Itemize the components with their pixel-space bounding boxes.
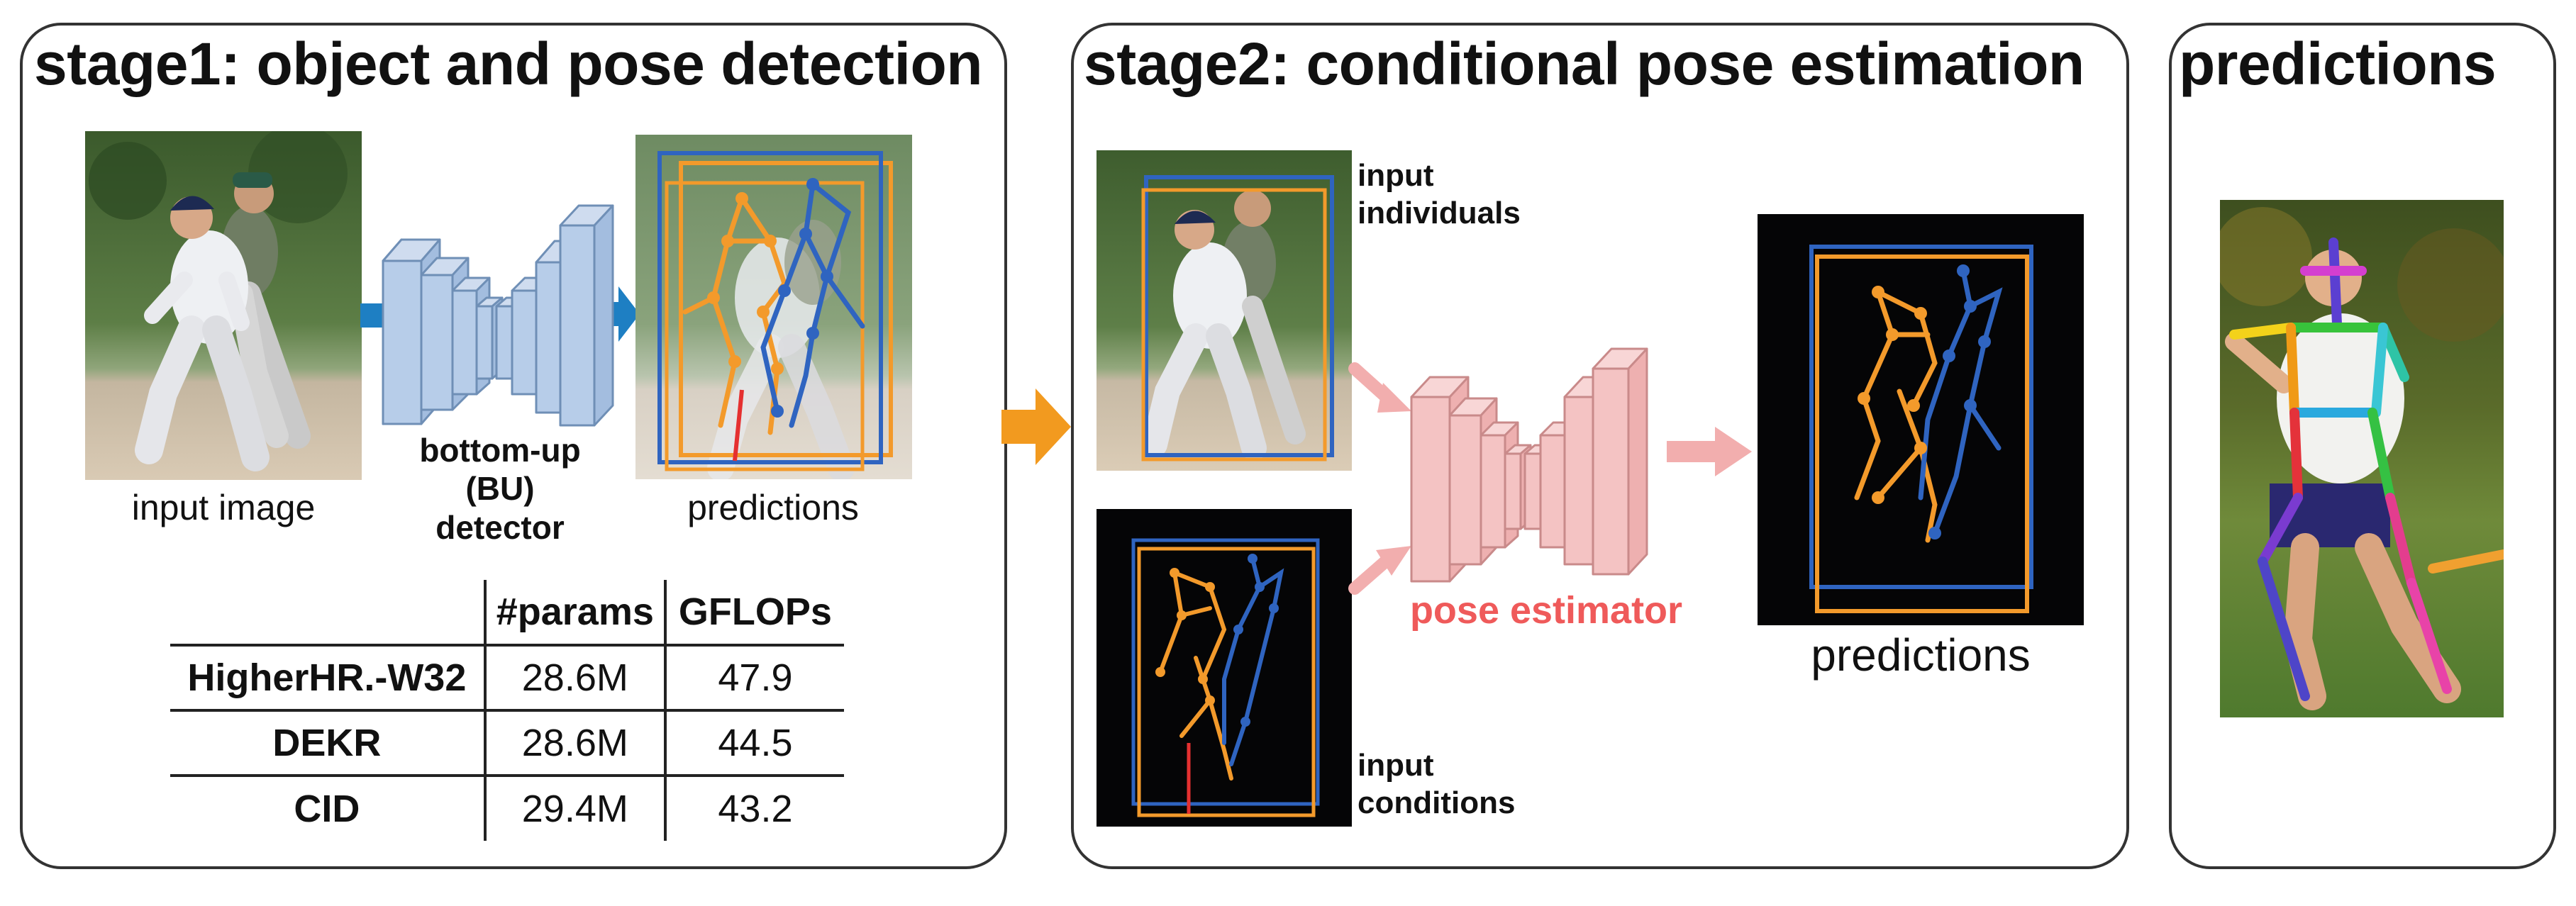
table-row-header: CID [170, 774, 485, 841]
stage2-predictions-label: predictions [1811, 630, 2031, 681]
table-header-cell [170, 580, 485, 645]
table-cell: 28.6M [483, 709, 665, 776]
table-cell: 28.6M [483, 644, 665, 710]
stage1-predictions-photo [635, 135, 912, 479]
stage1-title: stage1: object and pose detection [34, 30, 983, 97]
input-conditions-label: input conditions [1358, 748, 1516, 820]
stage1-predictions-label: predictions [687, 488, 859, 527]
input-conditions-image [1097, 509, 1352, 827]
bu-detector-label: bottom-up (BU) detector [419, 432, 581, 546]
stage2-title: stage2: conditional pose estimation [1084, 30, 2084, 97]
stage2-predictions-image [1758, 214, 2084, 625]
table-header-row: #params GFLOPs [170, 580, 844, 645]
stage3-title: predictions [2179, 30, 2497, 97]
table-row-header: DEKR [170, 709, 485, 776]
input-image-label: input image [131, 488, 316, 527]
input-image-photo [85, 131, 362, 480]
table-cell: 47.9 [663, 644, 844, 710]
final-predictions-photo [2220, 200, 2504, 717]
table-header-cell: #params [483, 580, 665, 645]
table-cell: 29.4M [483, 774, 665, 841]
input-individuals-photo [1097, 150, 1352, 471]
table-header-cell: GFLOPs [663, 580, 844, 645]
comparison-table: #params GFLOPs HigherHR.-W32 28.6M 47.9 … [170, 580, 844, 841]
table-row-header: HigherHR.-W32 [170, 644, 485, 710]
table-cell: 43.2 [663, 774, 844, 841]
table-row: CID 29.4M 43.2 [170, 774, 844, 841]
table-row: HigherHR.-W32 28.6M 47.9 [170, 644, 844, 710]
pose-estimator-label: pose estimator [1409, 589, 1683, 632]
table-row: DEKR 28.6M 44.5 [170, 709, 844, 776]
table-cell: 44.5 [663, 709, 844, 776]
input-individuals-label: input individuals [1358, 158, 1521, 230]
orange-arrow-stage-transition [1001, 388, 1071, 465]
